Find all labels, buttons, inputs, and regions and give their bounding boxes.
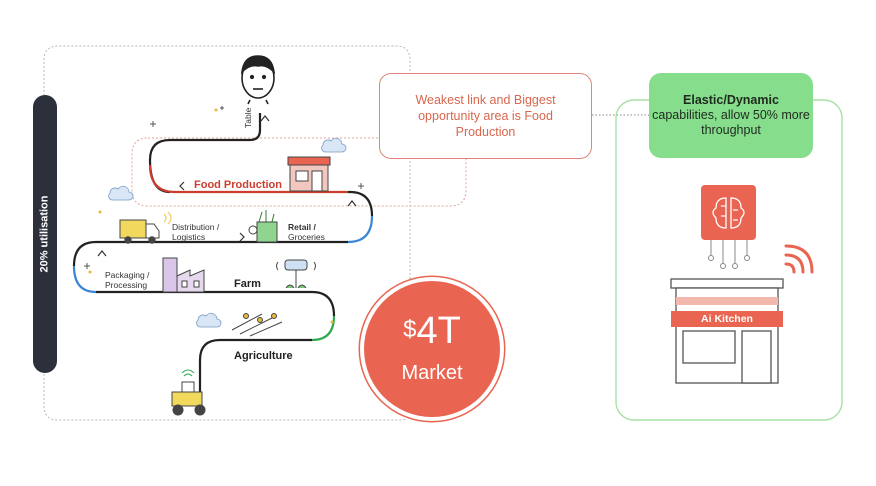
retail-label-line1: Retail / [288, 222, 316, 232]
utilisation-label: 20% utilisation [39, 195, 51, 273]
chevron-right-icon [239, 232, 245, 242]
food-production-highlight [131, 137, 467, 207]
consumer-face-icon [240, 55, 276, 105]
weakest-link-callout: Weakest link and Biggest opportunity are… [379, 73, 592, 159]
ai-chip-icon [701, 185, 756, 269]
utilisation-label-wrap: 20% utilisation [33, 95, 57, 373]
market-currency: $ [403, 316, 417, 343]
packaging-label: Packaging / Processing [105, 270, 149, 290]
distribution-label: Distribution / Logistics [172, 222, 219, 242]
market-value: $4T [364, 309, 500, 352]
distribution-label-line2: Logistics [172, 232, 206, 242]
food-production-label: Food Production [194, 179, 282, 191]
food-shop-icon [287, 156, 331, 192]
elastic-title: Elastic/Dynamic [683, 93, 779, 107]
wifi-signal-icon [784, 244, 814, 274]
dot-decoration [88, 108, 334, 324]
factory-icon [162, 257, 205, 293]
crop-field-icon [231, 313, 283, 337]
tractor-icon [171, 369, 206, 416]
ai-kitchen-store-icon [670, 278, 784, 384]
market-label: Market [401, 362, 463, 384]
retail-label-line2: Groceries [288, 232, 325, 242]
farm-sensor-icon [276, 259, 316, 289]
chevron-left-icon [179, 181, 185, 191]
elastic-text: capabilities, allow 50% more throughput [652, 108, 810, 137]
chevron-up-icon [260, 115, 270, 122]
packaging-label-line1: Packaging / [105, 270, 150, 280]
distribution-label-line1: Distribution / [172, 222, 220, 232]
sparkle-icon [84, 106, 364, 269]
chevron-up-icon-2 [97, 250, 107, 257]
table-label: Table [243, 107, 253, 128]
chevron-up-icon-3 [347, 200, 357, 207]
retail-label: Retail / Groceries [288, 222, 325, 242]
cloud-icon [108, 137, 347, 328]
truck-icon [119, 211, 172, 244]
market-amount: 4T [416, 310, 461, 352]
grocery-bag-icon [248, 210, 278, 243]
agriculture-label: Agriculture [234, 350, 293, 362]
farm-label: Farm [234, 278, 261, 290]
packaging-label-line2: Processing [105, 280, 148, 290]
market-size-circle: $4T Market [364, 281, 500, 417]
utilisation-bar [33, 95, 57, 373]
ai-kitchen-sign: Ai Kitchen [701, 313, 753, 325]
supply-chain-container [43, 45, 411, 421]
supply-chain-path [72, 113, 374, 392]
elastic-capabilities-box: Elastic/Dynamic capabilities, allow 50% … [649, 73, 813, 158]
